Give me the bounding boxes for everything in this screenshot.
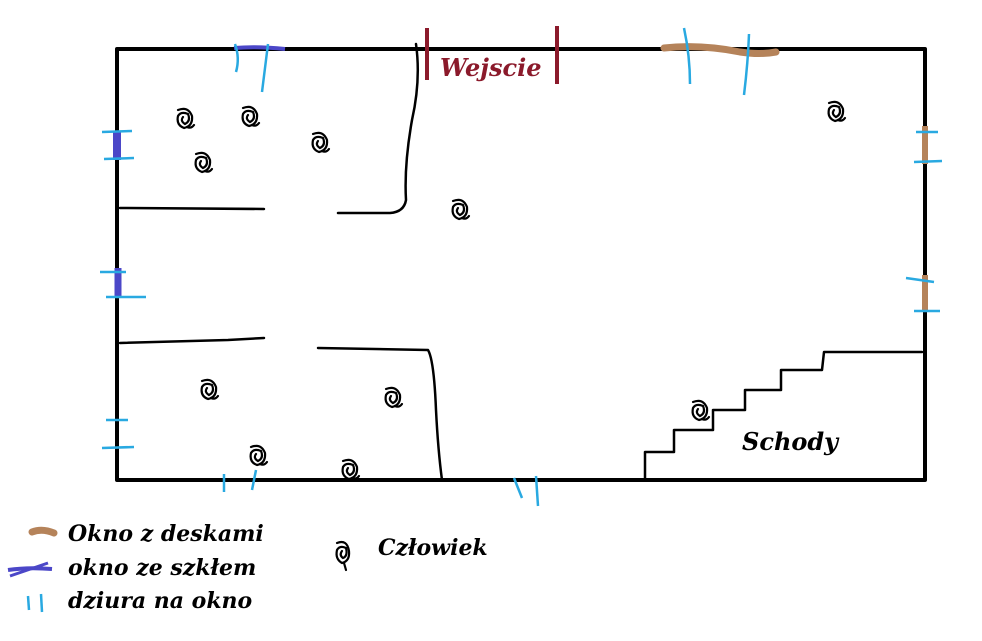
legend-glass-label: okno ze szkłem — [68, 555, 256, 581]
interior-wall-bottom-room — [316, 346, 444, 482]
stairs-label: Schody — [742, 427, 840, 456]
boarded-window-top — [660, 27, 780, 96]
glass-window-left-2 — [100, 268, 146, 299]
person-marker — [194, 151, 214, 174]
legend-item-hole: dziura na okno — [26, 588, 252, 614]
interior-wall-left-lower — [118, 336, 266, 345]
outer-wall — [115, 47, 927, 482]
legend-person-label: Człowiek — [378, 535, 488, 561]
interior-wall-top-room — [336, 42, 420, 215]
entrance-label: Wejscie — [440, 53, 541, 82]
person-marker — [311, 131, 331, 154]
people-layer — [176, 100, 847, 481]
person-marker — [341, 458, 361, 481]
person-icon — [335, 540, 351, 572]
window-hole-bottom-left — [222, 469, 258, 492]
interior-wall-left-upper — [118, 206, 266, 211]
window-hole-left — [101, 418, 135, 450]
legend: Okno z deskami okno ze szkłem dziura na … — [7, 521, 488, 614]
person-marker — [200, 378, 220, 401]
boarded-window-icon — [28, 526, 58, 537]
legend-item-person: Człowiek — [335, 535, 488, 572]
entrance: Wejscie — [425, 26, 559, 84]
person-marker — [176, 107, 196, 130]
person-marker — [249, 444, 269, 467]
legend-item-glass: okno ze szkłem — [7, 555, 256, 581]
person-marker — [827, 100, 847, 123]
boarded-window-right-2 — [905, 275, 940, 313]
legend-item-boarded: Okno z deskami — [28, 521, 264, 547]
window-hole-bottom-middle — [512, 475, 540, 507]
glass-window-top — [233, 43, 286, 93]
person-marker — [241, 105, 261, 128]
stairs — [643, 350, 924, 482]
glass-window-icon — [7, 561, 53, 578]
boarded-window-right-1 — [913, 126, 943, 164]
person-marker — [451, 198, 471, 221]
person-marker — [384, 386, 404, 409]
window-hole-icon — [26, 593, 44, 613]
glass-window-left-1 — [101, 129, 135, 161]
legend-boarded-label: Okno z deskami — [68, 521, 264, 547]
person-marker — [691, 399, 711, 422]
legend-hole-label: dziura na okno — [68, 588, 252, 614]
